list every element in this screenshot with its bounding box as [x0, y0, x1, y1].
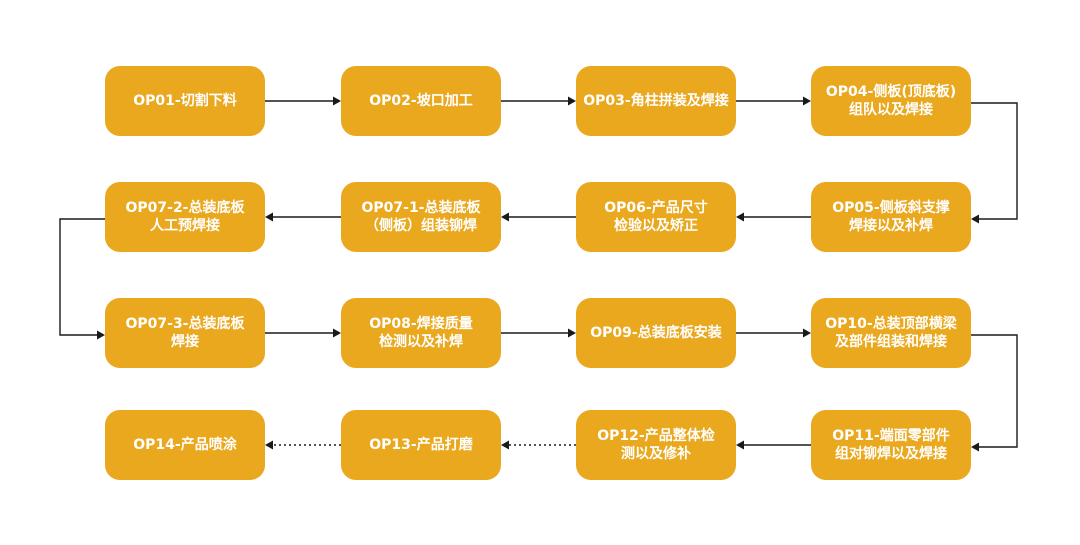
arrowhead [736, 440, 744, 450]
step-box-op02: OP02-坡口加工 [341, 66, 501, 136]
step-box-op04: OP04-侧板(顶底板) 组队以及焊接 [811, 66, 971, 136]
arrowhead [803, 96, 811, 106]
arrowhead [333, 96, 341, 106]
connector-op04-to-op05 [971, 102, 1018, 220]
step-label-line: OP06-产品尺寸 [604, 200, 708, 216]
step-label-line: OP02-坡口加工 [369, 93, 473, 109]
arrowhead [501, 212, 509, 222]
step-box-op01: OP01-切割下料 [105, 66, 265, 136]
arrowhead [333, 328, 341, 338]
step-box-op06: OP06-产品尺寸 检验以及矫正 [576, 182, 736, 252]
step-label-line: 检验以及矫正 [614, 218, 698, 234]
arrowhead [568, 96, 576, 106]
step-label-line: OP07-2-总装底板 [125, 200, 245, 216]
arrowhead [501, 440, 509, 450]
connector-op10-to-op11 [971, 334, 1018, 448]
step-label-line: （侧板）组装铆焊 [365, 218, 477, 234]
arrowhead [736, 212, 744, 222]
step-label-line: 焊接 [171, 334, 199, 350]
step-label-line: 组对铆焊以及焊接 [835, 446, 947, 462]
step-label-line: 组队以及焊接 [849, 102, 933, 118]
arrowhead [971, 442, 979, 452]
step-label-line: OP04-侧板(顶底板) [825, 84, 957, 100]
arrowhead [265, 440, 273, 450]
step-box-op05: OP05-侧板斜支撑 焊接以及补焊 [811, 182, 971, 252]
step-label-line: 及部件组装和焊接 [835, 334, 947, 350]
step-label-line: OP07-3-总装底板 [125, 316, 245, 332]
step-label-line: OP11-端面零部件 [832, 428, 950, 444]
step-box-op14: OP14-产品喷涂 [105, 410, 265, 480]
arrowhead [568, 328, 576, 338]
step-box-op07-2: OP07-2-总装底板 人工预焊接 [105, 182, 265, 252]
step-label-line: OP07-1-总装底板 [361, 200, 481, 216]
step-label-line: OP05-侧板斜支撑 [832, 200, 950, 216]
arrowhead [265, 212, 273, 222]
step-box-op10: OP10-总装顶部横梁 及部件组装和焊接 [811, 298, 971, 368]
step-label-line: 检测以及补焊 [379, 334, 463, 350]
step-label-line: OP10-总装顶部横梁 [825, 316, 957, 332]
step-box-op08: OP08-焊接质量 检测以及补焊 [341, 298, 501, 368]
step-label-line: OP12-产品整体检 [597, 428, 715, 444]
step-box-op13: OP13-产品打磨 [341, 410, 501, 480]
step-box-op03: OP03-角柱拼装及焊接 [576, 66, 736, 136]
step-box-op12: OP12-产品整体检 测以及修补 [576, 410, 736, 480]
step-label-line: 焊接以及补焊 [849, 218, 933, 234]
step-box-op07-1: OP07-1-总装底板 （侧板）组装铆焊 [341, 182, 501, 252]
step-label-line: OP14-产品喷涂 [133, 437, 237, 453]
connector-op07-2-to-op07-3 [59, 218, 105, 336]
step-label-line: OP13-产品打磨 [369, 437, 473, 453]
step-label-line: OP08-焊接质量 [369, 316, 473, 332]
step-label-line: 人工预焊接 [150, 218, 220, 234]
step-label-line: 测以及修补 [621, 446, 691, 462]
arrowhead [803, 328, 811, 338]
arrowhead [97, 330, 105, 340]
step-label-line: OP03-角柱拼装及焊接 [583, 93, 729, 109]
step-box-op11: OP11-端面零部件 组对铆焊以及焊接 [811, 410, 971, 480]
step-box-op09: OP09-总装底板安装 [576, 298, 736, 368]
step-label-line: OP09-总装底板安装 [590, 325, 722, 341]
step-box-op07-3: OP07-3-总装底板 焊接 [105, 298, 265, 368]
step-label-line: OP01-切割下料 [133, 93, 237, 109]
arrowhead [971, 214, 979, 224]
